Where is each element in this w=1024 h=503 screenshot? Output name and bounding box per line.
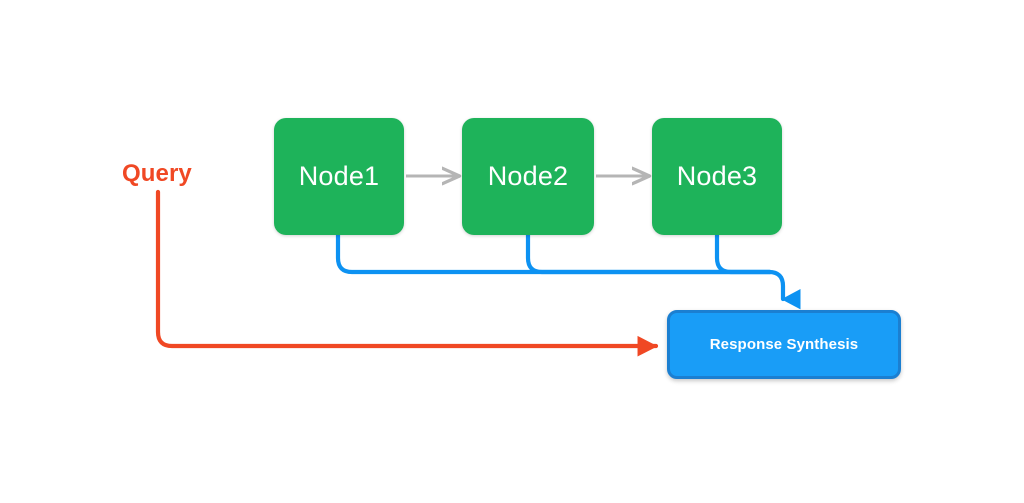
connector-node2-synthesis — [525, 231, 773, 275]
node-node3[interactable]: Node3 — [652, 118, 782, 235]
node-node2[interactable]: Node2 — [462, 118, 594, 235]
connector-node1-synthesis — [335, 231, 773, 275]
query-label: Query — [122, 160, 192, 187]
response-synthesis-box[interactable]: Response Synthesis — [667, 310, 901, 379]
node-node1[interactable]: Node1 — [274, 118, 404, 235]
connector-query-synthesis — [155, 189, 659, 357]
connector-node3-synthesis — [714, 231, 801, 310]
